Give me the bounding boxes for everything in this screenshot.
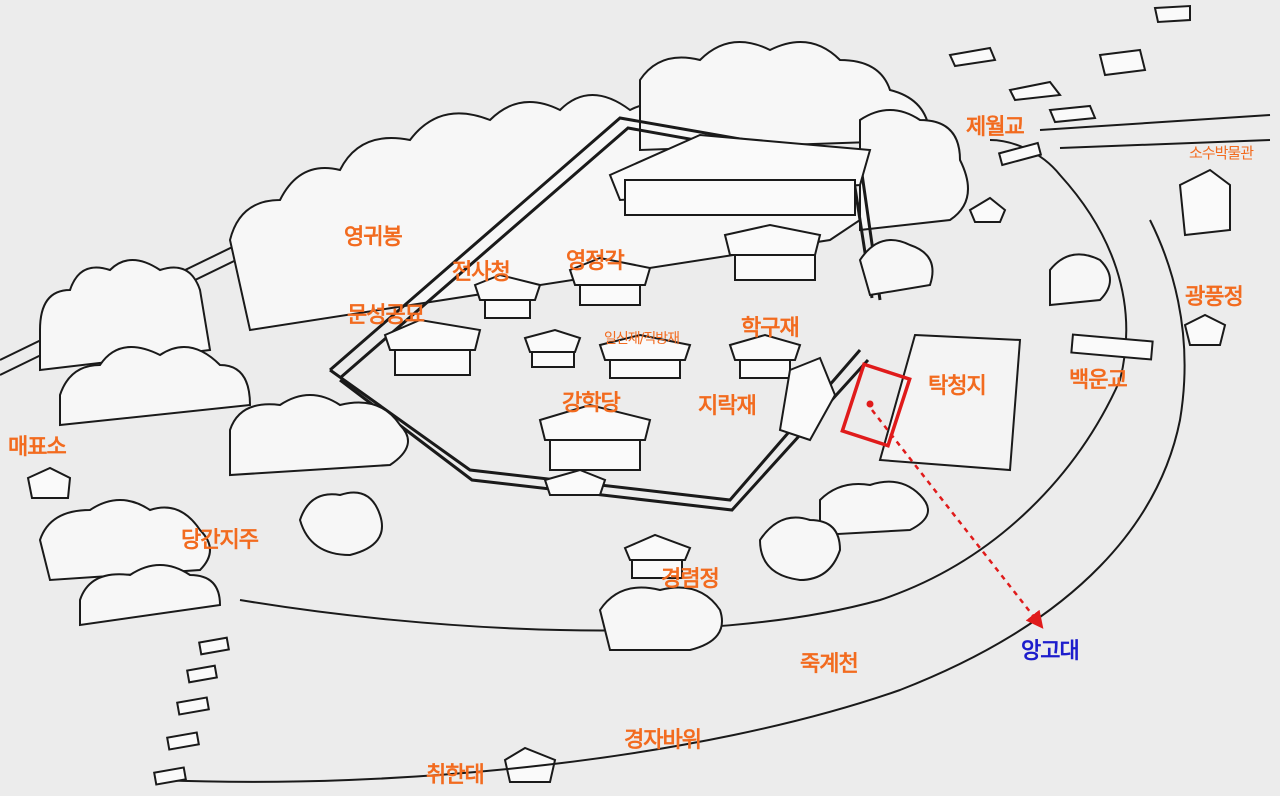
label-yeongjeonggak: 영정각 [566, 249, 625, 274]
label-jeonsacheong: 전사청 [452, 260, 511, 285]
label-yeonggwibong: 영귀봉 [344, 225, 403, 250]
highlight-box [840, 362, 912, 448]
label-jirakjae: 지락재 [698, 394, 757, 419]
label-baegungyo: 백운교 [1069, 368, 1128, 393]
label-gyeongjabawi: 경자바위 [624, 728, 702, 753]
marker-dot-icon [866, 400, 874, 408]
label-maepyoso: 매표소 [8, 435, 67, 460]
label-gyeongnyeomjeong: 경렴정 [661, 567, 720, 592]
label-anggodae: 앙고대 [1021, 639, 1080, 664]
label-jukgyecheon: 죽계천 [800, 652, 859, 677]
label-munseonggongmyo: 문성공묘 [347, 303, 425, 328]
label-sosu-museum: 소수박물관 [1189, 144, 1254, 162]
label-hakgujae: 학구재 [741, 316, 800, 341]
bridges [997, 141, 1154, 361]
stream-banks [159, 114, 1271, 783]
buildings [26, 4, 1231, 783]
label-ganghakdang: 강학당 [562, 391, 621, 416]
label-takcheongji: 탁청지 [928, 374, 987, 399]
label-chwihandae: 취한대 [426, 763, 485, 788]
stepping-stones [153, 636, 230, 786]
label-jewolgyo: 제월교 [966, 115, 1025, 140]
arrow-down-icon [871, 409, 1044, 629]
label-ilsinjae: 일신재/직방재 [604, 331, 680, 347]
lower-trees [38, 239, 1111, 651]
takcheongji-pond [878, 333, 1022, 472]
label-danggan-jiju: 당간지주 [181, 528, 259, 553]
upper-forest [39, 41, 969, 427]
label-gwangpungjeong: 광풍정 [1185, 285, 1244, 310]
